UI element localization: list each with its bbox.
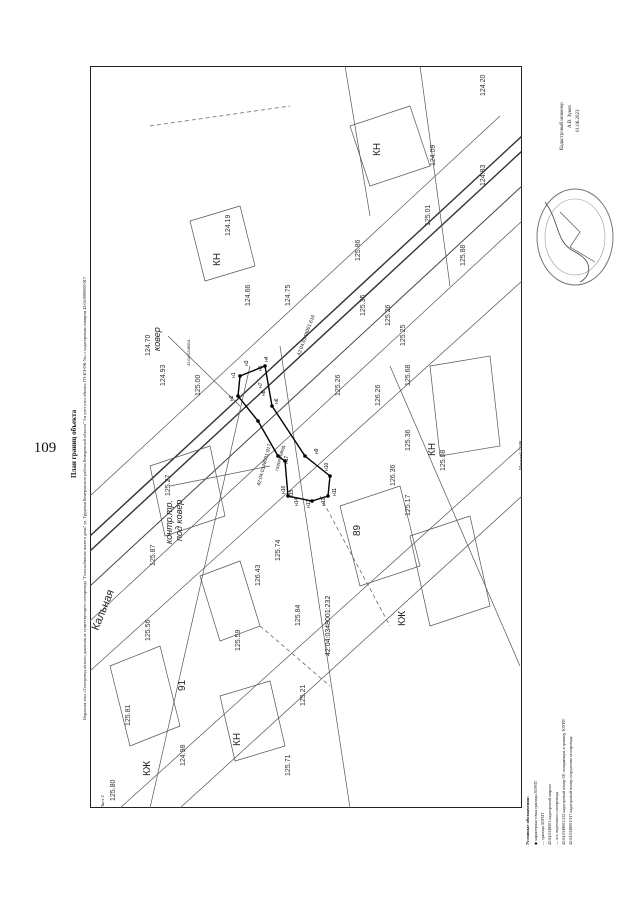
elevation-label: 126.43 bbox=[255, 564, 262, 586]
engineer-date: 01.06.2023 bbox=[576, 109, 581, 133]
elevation-label: 124.66 bbox=[245, 284, 252, 306]
elevation-label: 125.68 bbox=[405, 364, 412, 386]
elevation-label: 125.84 bbox=[295, 604, 302, 626]
boundary-point-label: н8 bbox=[261, 390, 267, 396]
elevation-label: 125.35 bbox=[360, 294, 367, 316]
legend-item: ◆ характерная точка границы ЗОУИТ bbox=[533, 781, 538, 845]
boundary-point-label: н11 bbox=[332, 488, 338, 496]
elevation-label: 125.86 bbox=[355, 239, 362, 261]
legend-item: — граница ЗОУИТ bbox=[540, 813, 545, 845]
label-quarter: 42:04:0348001 bbox=[186, 339, 191, 366]
legend-title: Условные обозначения: bbox=[525, 796, 530, 845]
plan-subtitle: Охранная зона «Газопровод низкого давлен… bbox=[82, 277, 87, 720]
label-parcel1: 42:04:0348001:232 bbox=[325, 596, 332, 656]
boundary-point-label: н5 bbox=[258, 365, 264, 371]
elevation-label: 124.09 bbox=[430, 144, 437, 166]
boundary-point-label: н3 bbox=[244, 360, 250, 366]
cadastral-map: ковер контр.тр. под ковер Кальная 42:04:… bbox=[90, 66, 522, 808]
map-frame bbox=[90, 66, 522, 808]
legend-text: кадастровый номер ЗУ, попадающих в грани… bbox=[561, 718, 566, 813]
label-kn-1: КН bbox=[232, 733, 243, 746]
elevation-label: 125.59 bbox=[235, 629, 242, 651]
label-kontr: контр.тр. bbox=[164, 500, 174, 544]
legend-text: граница ЗОУИТ bbox=[540, 812, 545, 840]
elevation-label: 125.26 bbox=[335, 374, 342, 396]
elevation-label: 125.56 bbox=[145, 619, 152, 641]
boundary-point-label: н13 bbox=[306, 499, 312, 508]
legend-text: характерная точка границы ЗОУИТ bbox=[533, 780, 538, 841]
elevation-label: 124.75 bbox=[285, 284, 292, 306]
elevation-label: 124.83 bbox=[480, 164, 487, 186]
elevation-label: 125.36 bbox=[405, 429, 412, 451]
legend-code: 42:04:0348001:917 bbox=[568, 812, 573, 845]
boundary-point-label: н2 bbox=[229, 395, 235, 401]
legend-text: кадастровый номер сооружения газопровода bbox=[568, 736, 573, 813]
boundary-point-label: н7 bbox=[258, 382, 264, 388]
legend-code: — bbox=[540, 840, 545, 845]
elevation-label: 124.70 bbox=[145, 334, 152, 356]
elevation-labels: 124.20 124.09 125.01 124.70 124.93 125.00 124.… bbox=[110, 74, 487, 801]
elevation-label: 124.98 bbox=[180, 744, 187, 766]
boundary-point-label: н16 bbox=[281, 485, 287, 494]
elevation-label: 124.93 bbox=[160, 364, 167, 386]
legend-text: кадастровый квартал bbox=[547, 783, 552, 820]
elevation-label: 125.88 bbox=[460, 244, 467, 266]
label-street: Кальная bbox=[90, 588, 117, 632]
label-kzh-1: КЖ bbox=[142, 760, 153, 776]
legend-item: — ось подземного газопровода bbox=[554, 792, 559, 845]
legend-code: — bbox=[554, 840, 559, 845]
elevation-label: 125.00 bbox=[195, 374, 202, 396]
elevation-label: 124.20 bbox=[480, 74, 487, 96]
boundary-point-label: н10 bbox=[324, 462, 330, 471]
legend-item: 42:04:0348001:232 кадастровый номер ЗУ, … bbox=[561, 719, 566, 845]
page-number: 109 bbox=[33, 440, 57, 456]
label-kn-4: КН bbox=[212, 253, 223, 266]
label-kzh-2: КЖ bbox=[397, 610, 408, 626]
engineer-role: Кадастровый инженер bbox=[560, 102, 565, 150]
boundary-point-label: н4 bbox=[264, 356, 270, 362]
boundary-point-label: н1 bbox=[231, 372, 237, 378]
elevation-label: 125.08 bbox=[440, 449, 447, 471]
signature-seal-icon bbox=[536, 188, 614, 286]
legend-code: 42:04:0348001:232 bbox=[561, 812, 566, 845]
elevation-label: 125.26 bbox=[385, 304, 392, 326]
elevation-label: 126.36 bbox=[390, 464, 397, 486]
legend-code: ◆ bbox=[533, 840, 538, 845]
elevation-label: 125.25 bbox=[400, 324, 407, 346]
elevation-label: 125.21 bbox=[300, 684, 307, 706]
boundary-point-label: н17 bbox=[284, 455, 290, 464]
boundary-point-label: н12 bbox=[321, 497, 327, 506]
legend-item: 42:04:0348001 кадастровый квартал bbox=[547, 784, 552, 845]
boundary-point-label: н6 bbox=[274, 398, 280, 404]
label-kover: ковер bbox=[152, 327, 162, 351]
elevation-label: 125.80 bbox=[110, 779, 117, 801]
legend-text: ось подземного газопровода bbox=[554, 791, 559, 840]
elevation-label: 125.74 bbox=[275, 539, 282, 561]
elevation-label: 125.71 bbox=[285, 754, 292, 776]
legend-item: 42:04:0348001:917 кадастровый номер соор… bbox=[568, 737, 573, 845]
elevation-label: 125.17 bbox=[405, 494, 412, 516]
elevation-label: 124.19 bbox=[225, 214, 232, 236]
plan-title: План границ объекта bbox=[70, 409, 78, 478]
boundary-point-label: н14 bbox=[294, 497, 300, 506]
label-kn-3: КН bbox=[372, 143, 383, 156]
elevation-label: 126.26 bbox=[375, 384, 382, 406]
elevation-label: 125.27 bbox=[165, 474, 172, 496]
elevation-label: 125.81 bbox=[125, 704, 132, 726]
legend-code: 42:04:0348001 bbox=[547, 819, 552, 845]
boundary-point-label: н9 bbox=[314, 448, 320, 454]
elevation-label: 125.01 bbox=[425, 204, 432, 226]
label-91: 91 bbox=[177, 679, 188, 691]
elevation-label: 125.87 bbox=[150, 544, 157, 566]
boundary-point-label: н15 bbox=[289, 489, 295, 498]
label-kn-2: КН bbox=[427, 443, 438, 456]
label-pod-kover: под ковер bbox=[174, 500, 184, 541]
engineer-name: А.В. Зуков bbox=[568, 105, 573, 128]
label-89: 89 bbox=[352, 524, 363, 536]
